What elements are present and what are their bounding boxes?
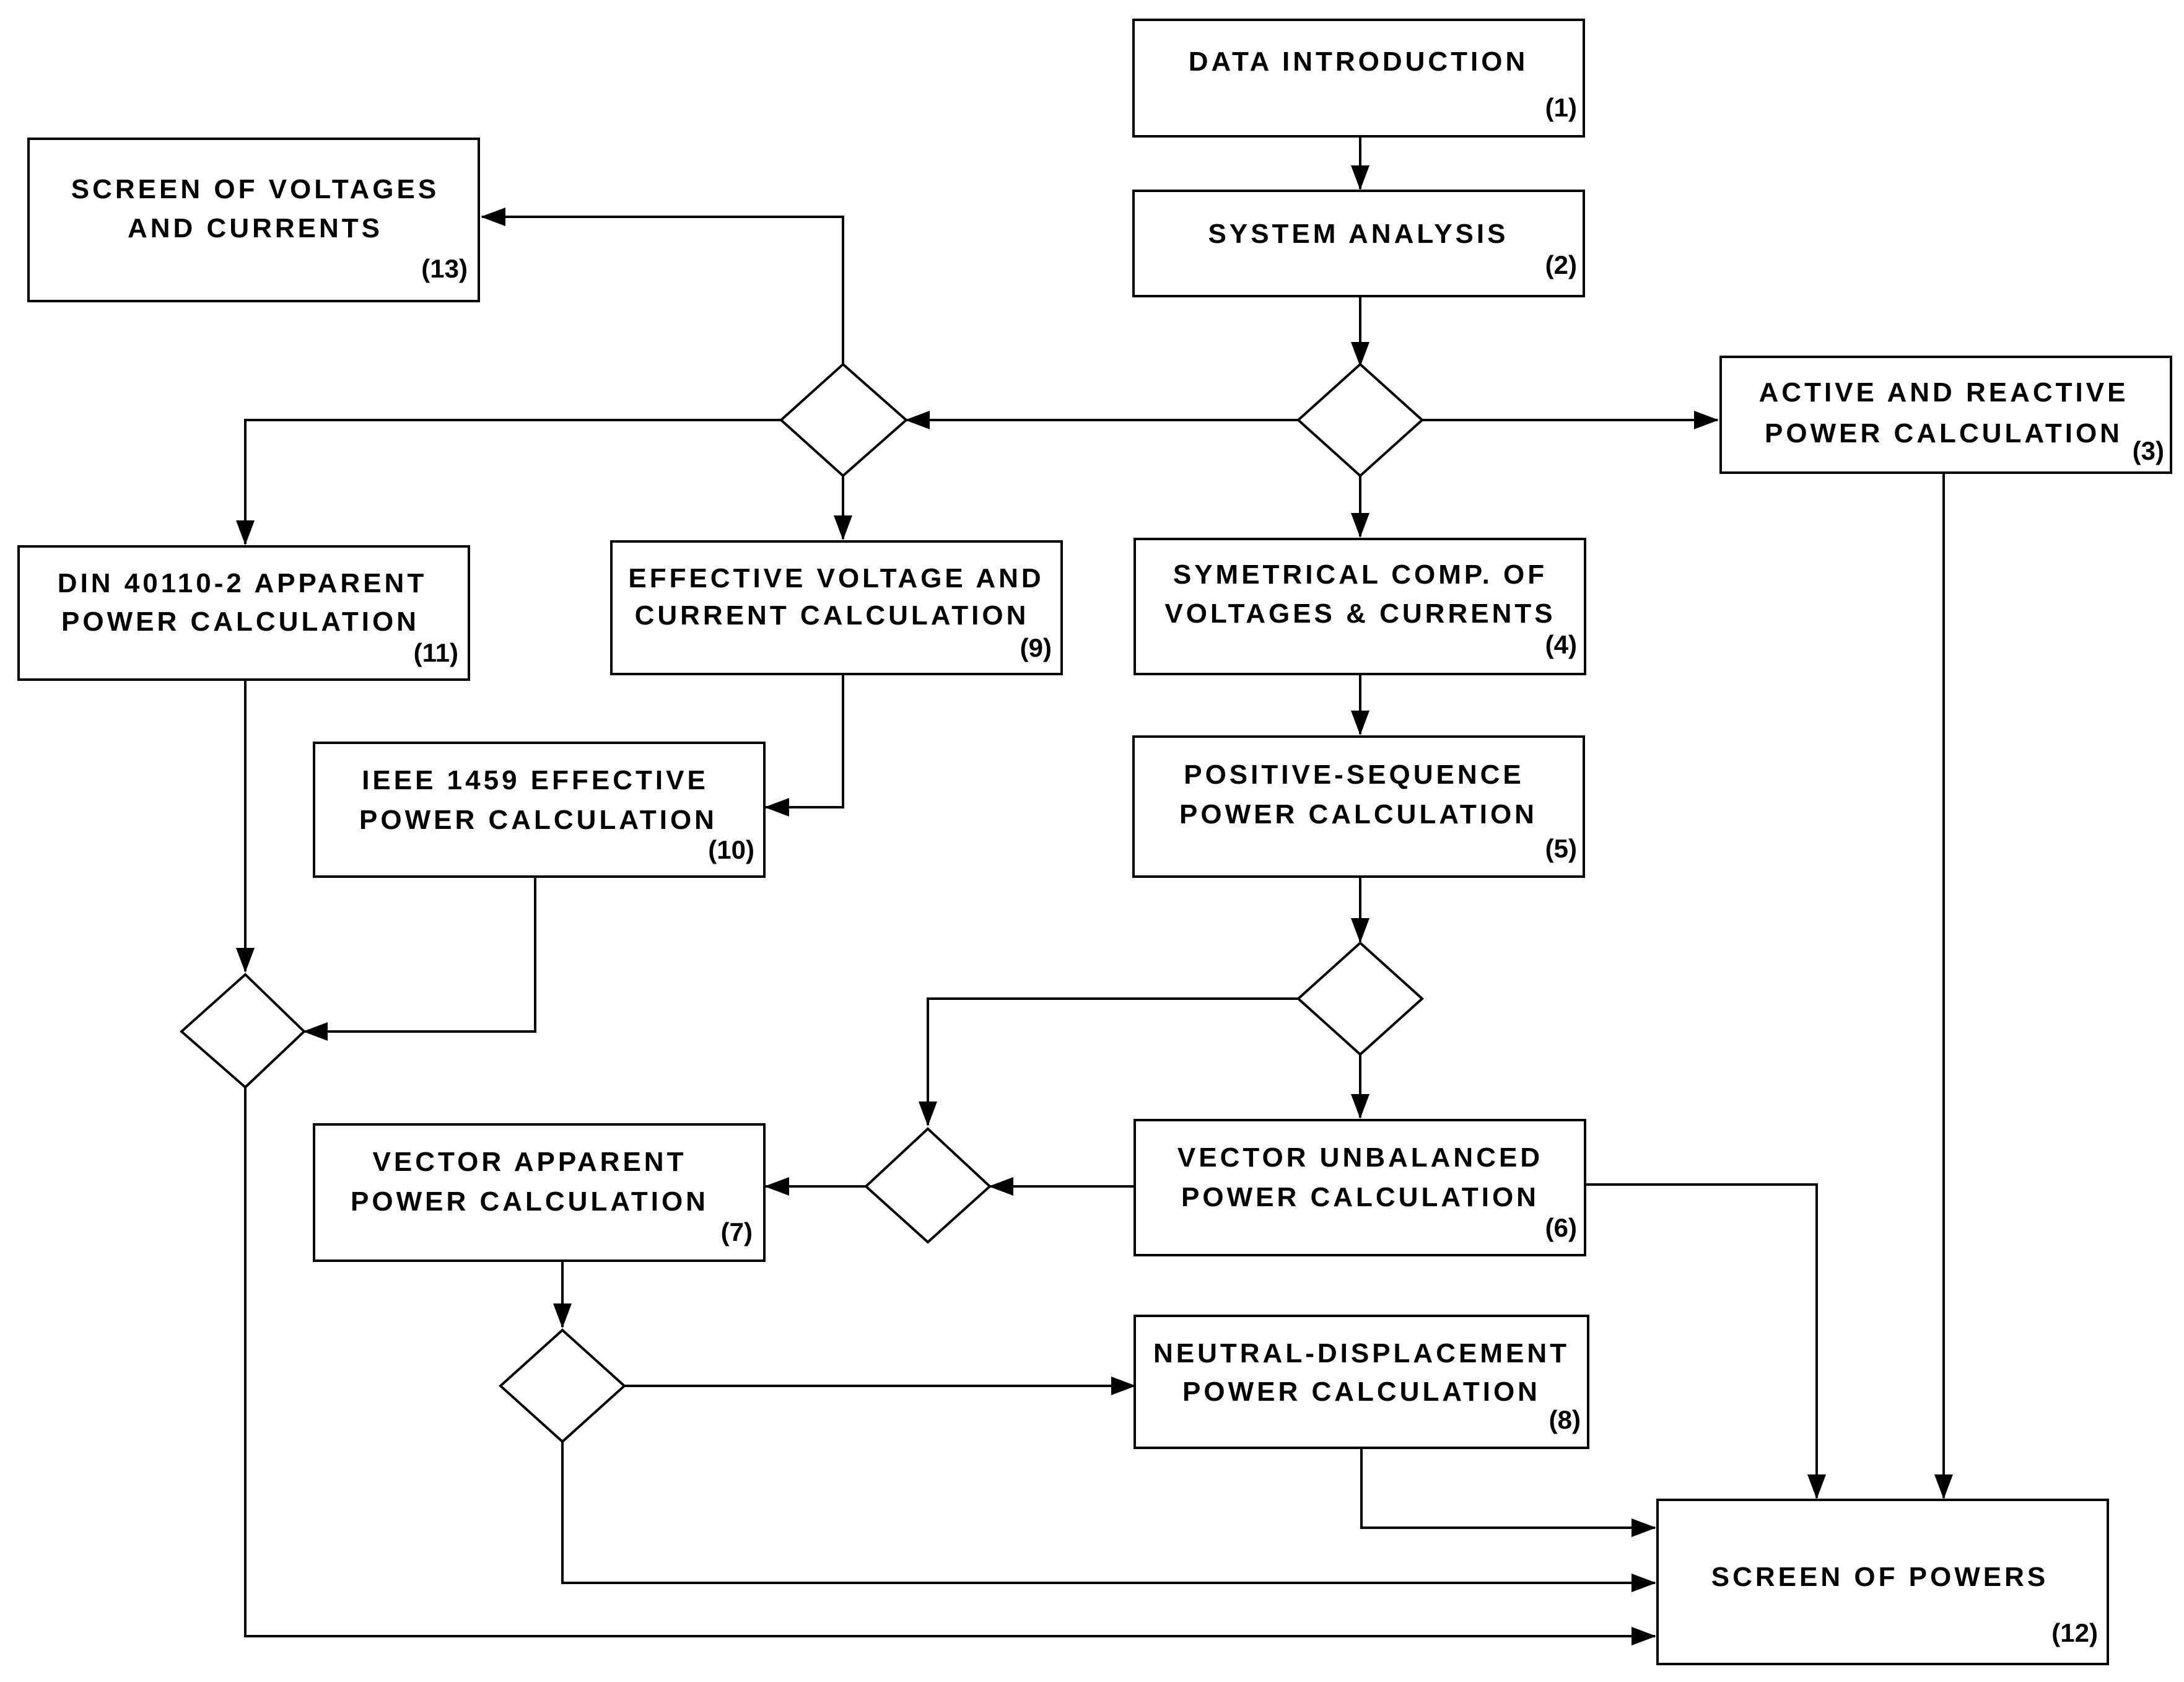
arrow-8-to-12	[1360, 1448, 1656, 1537]
box-1: DATA INTRODUCTION (1)	[1132, 19, 1585, 138]
box-11: DIN 40110-2 APPARENT POWER CALCULATION (…	[17, 545, 470, 681]
box-5: POSITIVE-SEQUENCE POWER CALCULATION (5)	[1132, 735, 1585, 878]
box-13-line-1: SCREEN OF VOLTAGES	[71, 174, 439, 204]
box-8: NEUTRAL-DISPLACEMENT POWER CALCULATION (…	[1133, 1315, 1589, 1449]
box-13: SCREEN OF VOLTAGES AND CURRENTS (13)	[27, 138, 480, 302]
arrow-decision-d-to-12	[244, 1087, 1656, 1645]
arrow-decision-b-to-13	[481, 208, 844, 364]
box-9-number: (9)	[1020, 633, 1052, 662]
box-6-line-2: POWER CALCULATION	[1181, 1182, 1539, 1212]
box-7-line-2: POWER CALCULATION	[351, 1186, 709, 1217]
box-2: SYSTEM ANALYSIS (2)	[1132, 190, 1585, 297]
box-1-line-1: DATA INTRODUCTION	[1189, 46, 1529, 77]
box-4: SYMETRICAL COMP. OF VOLTAGES & CURRENTS …	[1133, 538, 1586, 675]
box-2-line-1: SYSTEM ANALYSIS	[1208, 219, 1509, 249]
box-13-number: (13)	[421, 254, 468, 283]
arrow-decision-f-to-12	[561, 1442, 1656, 1592]
connectors	[236, 136, 1953, 1645]
box-6-number: (6)	[1545, 1213, 1577, 1242]
box-2-number: (2)	[1545, 250, 1577, 279]
box-3: ACTIVE AND REACTIVE POWER CALCULATION (3…	[1719, 356, 2172, 474]
box-13-line-2: AND CURRENTS	[128, 213, 383, 243]
box-9-line-1: EFFECTIVE VOLTAGE AND	[628, 563, 1044, 594]
box-11-line-2: POWER CALCULATION	[61, 607, 419, 637]
box-4-line-1: SYMETRICAL COMP. OF	[1173, 559, 1547, 590]
box-7-line-1: VECTOR APPARENT	[373, 1147, 687, 1177]
decision-diamond-b	[779, 362, 909, 478]
box-8-line-1: NEUTRAL-DISPLACEMENT	[1153, 1338, 1570, 1369]
decisions	[179, 362, 1424, 1443]
box-1-number: (1)	[1545, 93, 1577, 122]
box-8-line-2: POWER CALCULATION	[1182, 1377, 1540, 1407]
box-8-number: (8)	[1549, 1405, 1581, 1434]
box-6-line-1: VECTOR UNBALANCED	[1177, 1142, 1543, 1173]
box-5-line-2: POWER CALCULATION	[1179, 799, 1537, 830]
decision-diamond-c	[1296, 941, 1424, 1056]
box-3-line-2: POWER CALCULATION	[1765, 418, 2123, 449]
box-3-number: (3)	[2133, 436, 2164, 465]
box-5-line-1: POSITIVE-SEQUENCE	[1184, 760, 1524, 790]
decision-diamond-e	[864, 1127, 992, 1244]
box-11-number: (11)	[414, 638, 458, 667]
box-6: VECTOR UNBALANCED POWER CALCULATION (6)	[1133, 1119, 1586, 1256]
arrow-6-to-12	[1585, 1183, 1826, 1499]
box-3-line-1: ACTIVE AND REACTIVE	[1759, 377, 2129, 408]
arrow-10-to-decision-d	[303, 877, 536, 1041]
decision-diamond-a	[1296, 362, 1424, 478]
box-4-number: (4)	[1545, 630, 1577, 659]
decision-diamond-f	[499, 1328, 626, 1443]
box-10-number: (10)	[708, 835, 754, 864]
box-11-line-1: DIN 40110-2 APPARENT	[58, 568, 427, 598]
box-9: EFFECTIVE VOLTAGE AND CURRENT CALCULATIO…	[610, 540, 1063, 675]
arrow-decision-b-to-11	[236, 419, 781, 545]
box-7: VECTOR APPARENT POWER CALCULATION (7)	[313, 1123, 766, 1262]
box-9-line-2: CURRENT CALCULATION	[635, 600, 1029, 631]
box-5-number: (5)	[1545, 834, 1577, 863]
box-10: IEEE 1459 EFFECTIVE POWER CALCULATION (1…	[313, 742, 766, 878]
box-7-number: (7)	[721, 1217, 753, 1246]
box-4-line-2: VOLTAGES & CURRENTS	[1164, 598, 1555, 629]
box-10-line-1: IEEE 1459 EFFECTIVE	[362, 765, 709, 795]
arrow-decision-c-to-decision-e	[919, 997, 1298, 1126]
box-12: SCREEN OF POWERS (12)	[1656, 1499, 2109, 1665]
box-10-line-2: POWER CALCULATION	[359, 805, 717, 835]
decision-diamond-d	[179, 973, 306, 1089]
box-12-number: (12)	[2051, 1618, 2098, 1647]
box-12-line-1: SCREEN OF POWERS	[1711, 1562, 2049, 1592]
arrow-9-to-10	[764, 674, 844, 817]
